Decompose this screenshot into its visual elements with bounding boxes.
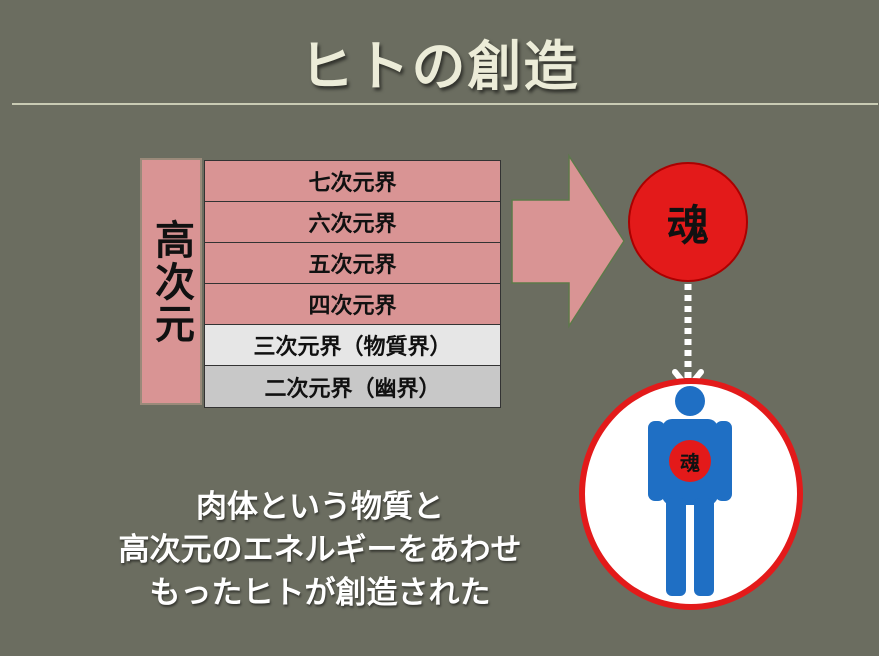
body-soul-circle: 魂: [669, 440, 711, 482]
dimension-row-6: 六次元界: [205, 202, 500, 243]
slide-title: ヒトの創造: [299, 35, 580, 98]
caption-line-2: 高次元のエネルギーをあわせ: [118, 532, 522, 568]
human-body-circle: [579, 378, 803, 610]
right-arrow-icon: [511, 153, 625, 329]
soul-label: 魂: [666, 200, 709, 250]
dimension-row-5: 五次元界: [205, 243, 500, 284]
dimension-row-7: 七次元界: [205, 161, 500, 202]
higher-dimension-label: 高次元: [140, 158, 202, 405]
dimension-row-4: 四次元界: [205, 284, 500, 325]
caption-line-3: もったヒトが創造された: [149, 575, 491, 611]
caption-line-1: 肉体という物質と: [196, 489, 444, 525]
dimension-row-2: 二次元界（幽界）: [205, 366, 500, 407]
body-soul-label: 魂: [680, 450, 700, 475]
dimension-table: 七次元界 六次元界 五次元界 四次元界 三次元界（物質界） 二次元界（幽界）: [204, 160, 501, 408]
title-divider: [12, 103, 878, 105]
caption: 肉体という物質と 高次元のエネルギーをあわせ もったヒトが創造された: [60, 486, 580, 615]
human-figure-icon: [648, 386, 732, 596]
dimension-row-3: 三次元界（物質界）: [205, 325, 500, 366]
higher-dimension-text: 高次元: [148, 218, 194, 345]
soul-circle: 魂: [628, 162, 748, 282]
